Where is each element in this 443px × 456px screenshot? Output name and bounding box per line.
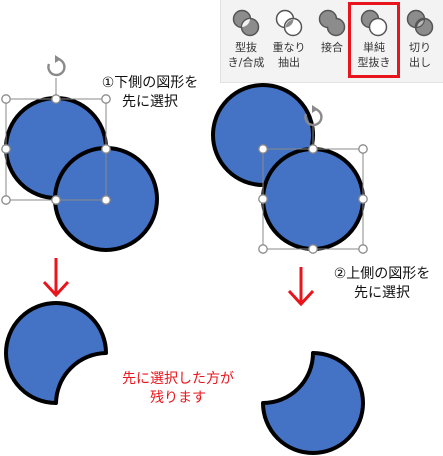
combine-label: 型抜 き/合成 xyxy=(227,41,265,69)
rotate-handle-icon-left[interactable] xyxy=(47,55,66,77)
result-shape-left[interactable] xyxy=(4,301,108,405)
intersect-label: 重なり 抽出 xyxy=(272,41,306,69)
union-label: 接合 xyxy=(321,41,343,54)
union-button[interactable]: 接合 xyxy=(311,4,353,76)
subtract-label: 単純 型抜き xyxy=(357,41,391,69)
fragment-button[interactable]: 切り 出し xyxy=(399,4,441,76)
fragment-label: 切り 出し xyxy=(409,41,431,69)
intersect-shapes-icon xyxy=(275,9,303,37)
combine-button[interactable]: 型抜 き/合成 xyxy=(225,4,267,76)
selection-box-right xyxy=(258,125,368,254)
upper-circle-right[interactable] xyxy=(261,147,365,251)
subtract-shapes-icon xyxy=(360,9,388,37)
selection-box-left xyxy=(1,78,111,205)
result-note: 先に選択した方が 残ります xyxy=(122,371,234,406)
step1-note: ①下側の図形を 先に選択 xyxy=(101,75,199,110)
down-arrow-icon-left xyxy=(42,258,70,298)
step2-note: ②上側の図形を 先に選択 xyxy=(333,266,431,301)
union-shapes-icon xyxy=(318,9,346,37)
rotate-handle-icon-right[interactable] xyxy=(304,105,323,127)
intersect-button[interactable]: 重なり 抽出 xyxy=(268,4,310,76)
combine-shapes-icon xyxy=(232,9,260,37)
fragment-shapes-icon xyxy=(406,9,434,37)
result-shape-right[interactable] xyxy=(261,351,365,455)
subtract-button[interactable]: 単純 型抜き xyxy=(348,2,400,78)
down-arrow-icon-right xyxy=(287,267,315,307)
shape-merge-ribbon: 型抜 き/合成 重なり 抽出 接合 単純 型抜き 切り 出し xyxy=(220,0,443,83)
